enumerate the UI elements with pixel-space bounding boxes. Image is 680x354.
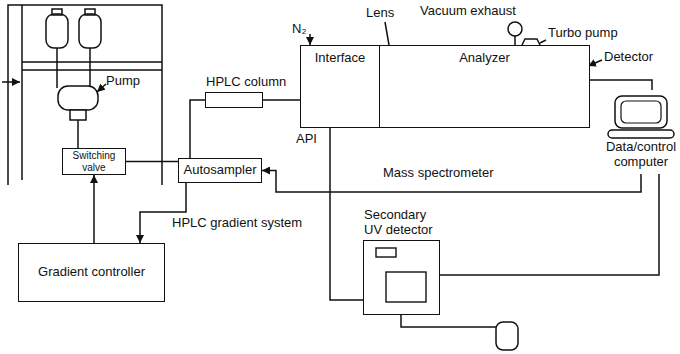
waste-tube xyxy=(401,315,498,327)
part-label: N₂ xyxy=(292,22,306,37)
keyboard xyxy=(608,130,674,138)
component-name: Gradient controller xyxy=(38,265,145,280)
connector xyxy=(93,175,95,243)
part-label: API xyxy=(296,132,317,147)
component-heading: Secondary UV detector xyxy=(364,208,444,238)
part-label: Mass spectrometer xyxy=(383,166,494,181)
gas-inlet-arrow xyxy=(309,34,311,45)
connector xyxy=(330,128,363,300)
pump-outlet xyxy=(77,120,79,148)
component-box: HPLC column xyxy=(205,92,263,108)
vacuum-exhaust xyxy=(508,22,522,36)
inlet-arrow xyxy=(2,81,20,83)
part-label: HPLC gradient system xyxy=(172,216,302,231)
bottle-cap xyxy=(85,9,95,15)
component-heading: HPLC column xyxy=(206,75,296,90)
solvent-bottle xyxy=(79,14,101,48)
component-box: Analyzer xyxy=(379,45,590,128)
solvent-bottle xyxy=(46,14,68,48)
part-label: Lens xyxy=(366,6,394,21)
rack-shelf xyxy=(22,62,162,70)
part-label: Turbo pump xyxy=(548,26,618,41)
rack-post xyxy=(21,5,23,180)
pump-head xyxy=(58,86,98,110)
component-name: Analyzer xyxy=(459,51,510,66)
screen xyxy=(621,101,661,123)
part-label: Pump xyxy=(106,74,140,89)
bottle-cap xyxy=(52,9,62,15)
computer-icon xyxy=(605,94,677,140)
monitor xyxy=(615,96,667,128)
component-name: Interface xyxy=(315,51,366,66)
component-box: Gradient controller xyxy=(18,243,165,302)
leader-line xyxy=(588,60,602,66)
connector xyxy=(190,100,205,158)
component-box: Interface xyxy=(300,45,380,128)
component-box: Secondary UV detector xyxy=(363,240,440,315)
component-name: Data/control computer xyxy=(597,140,680,170)
part-label: Vacuum exhaust xyxy=(420,4,516,19)
connector xyxy=(140,183,186,243)
exhaust-stem xyxy=(514,36,516,45)
component-name: Switching valve xyxy=(63,150,125,173)
leader-line xyxy=(97,84,106,92)
component-name: Autosampler xyxy=(184,163,257,178)
connector xyxy=(263,99,300,101)
solvent-rack xyxy=(8,5,162,185)
component-box: Switching valve xyxy=(62,148,126,175)
waste-bottle xyxy=(496,322,518,350)
connector xyxy=(440,174,659,275)
component-box: Autosampler xyxy=(178,158,262,183)
solvent-line xyxy=(57,48,90,88)
pump-base xyxy=(70,110,86,120)
computer-node: Data/control computer xyxy=(597,90,680,174)
connector xyxy=(590,80,652,90)
connector xyxy=(126,161,178,163)
part-label: Detector xyxy=(604,50,653,65)
leader-line xyxy=(540,40,546,43)
